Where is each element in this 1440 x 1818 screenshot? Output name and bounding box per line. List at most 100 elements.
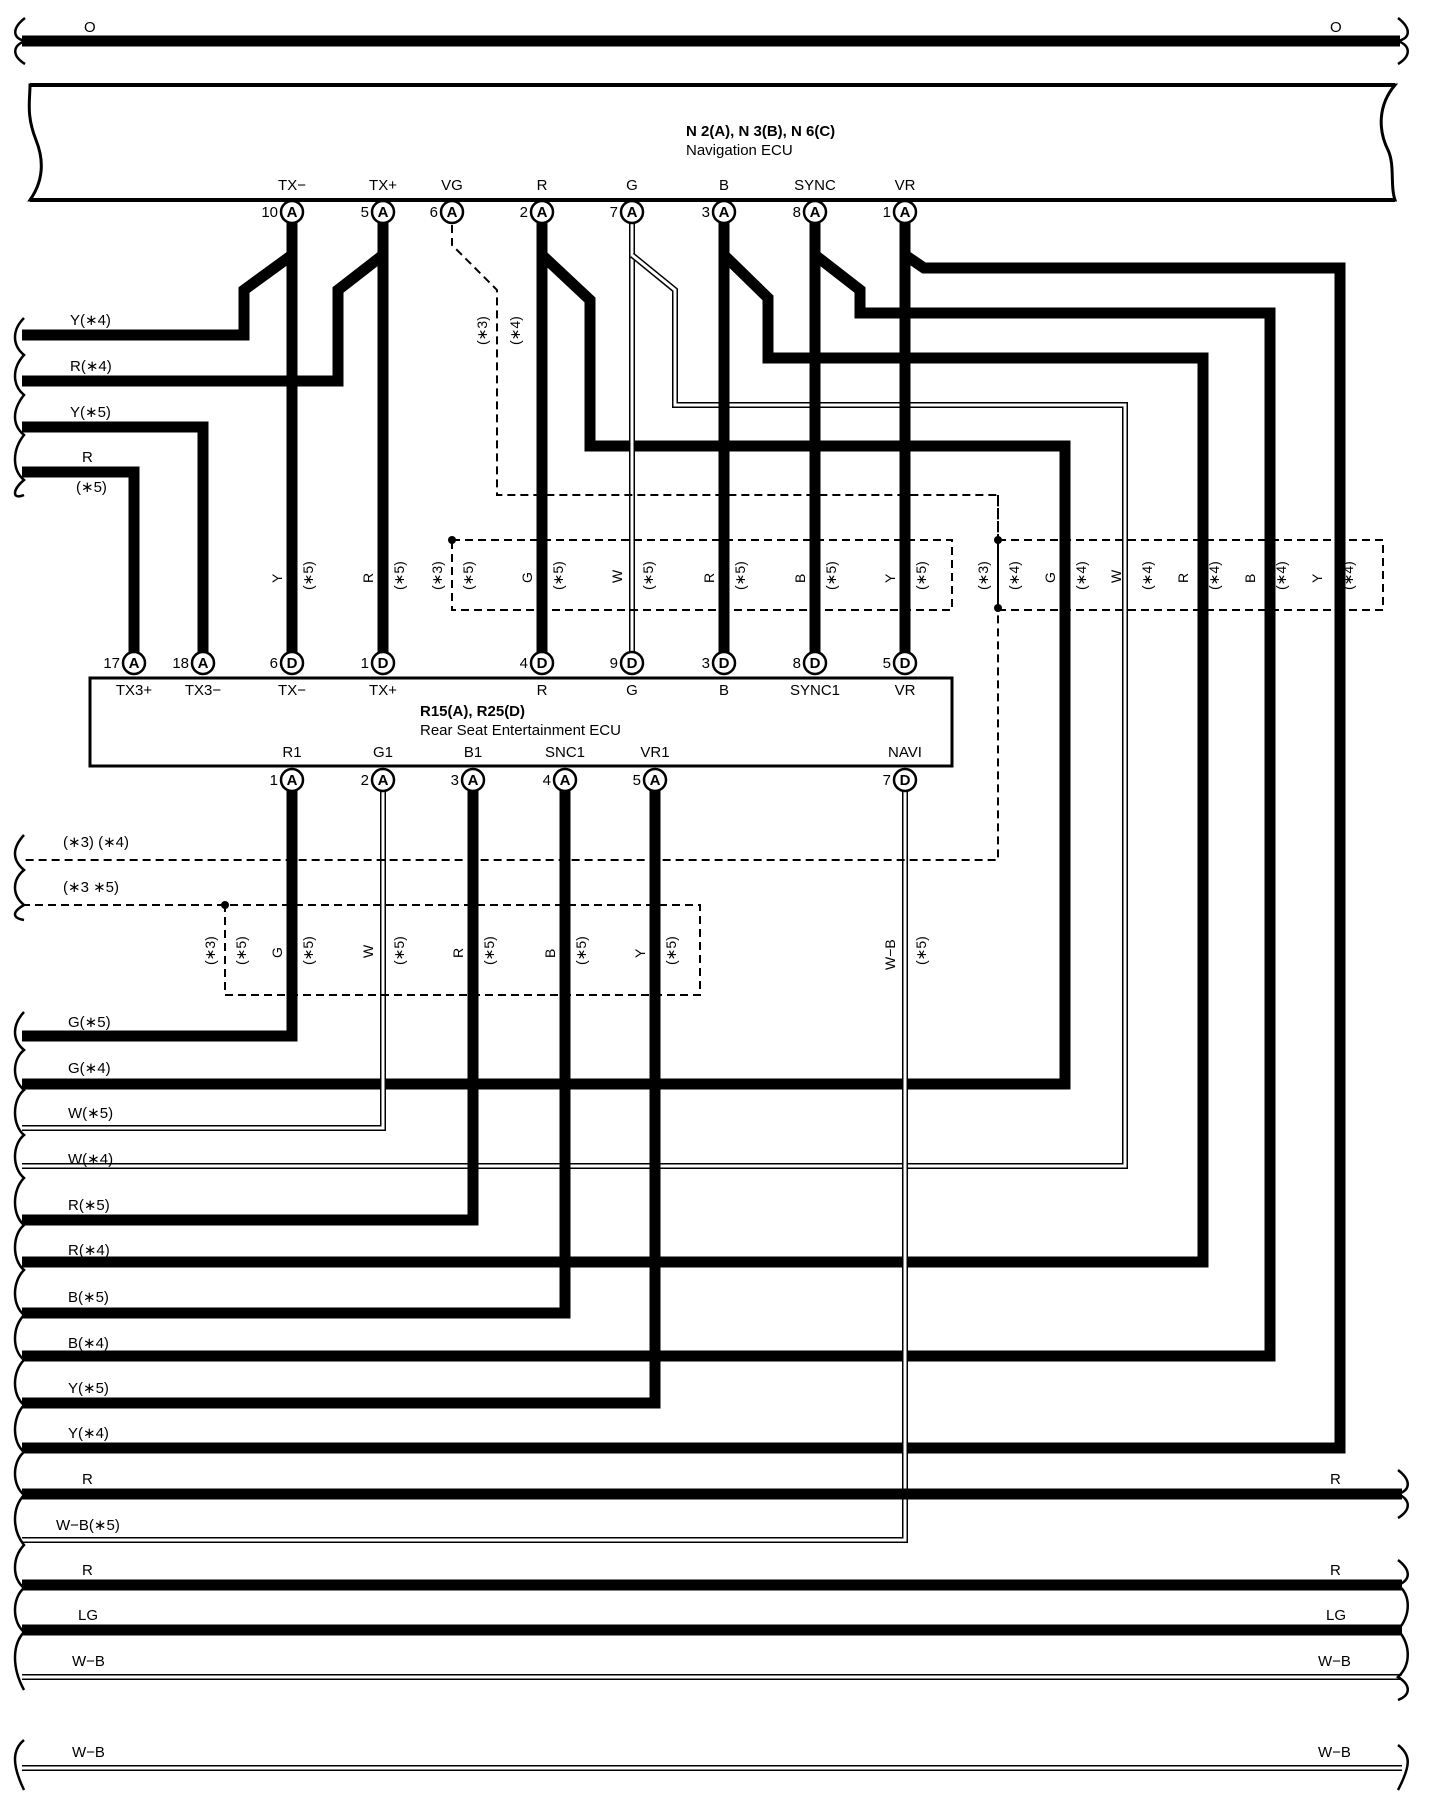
nav-pin-label: G — [626, 177, 638, 194]
rse-bottom-pin-label: G1 — [373, 744, 393, 761]
rse-bottom-pin-connector: A — [468, 772, 479, 789]
nav-pin-label: R — [537, 177, 548, 194]
rse-ecu-title: R15(A), R25(D) — [420, 703, 525, 720]
lv-12: W−B — [882, 939, 898, 970]
nav-pin-label: TX+ — [369, 177, 397, 194]
mv-21: (∗4) — [1139, 561, 1155, 590]
nav-pin-circle — [619, 199, 645, 225]
mv-14: Y — [882, 573, 898, 583]
rb-wb1: W−B — [1318, 1653, 1351, 1670]
shield-label-34: (∗3) (∗4) — [63, 834, 129, 851]
lv-11: (∗5) — [663, 936, 679, 965]
nav-pin-connector: A — [810, 204, 821, 221]
rb-wb2: W−B — [1318, 1744, 1351, 1761]
nav-pin-connector: A — [900, 204, 911, 221]
left-labels-top: Y(∗4) R(∗4) Y(∗5) R (∗5) — [13, 312, 112, 498]
rse-top-pin-label: G — [626, 682, 638, 699]
nav-pin-circle — [370, 199, 396, 225]
top-wire-o: O O — [14, 17, 1409, 66]
nav-pin-connector: A — [719, 204, 730, 221]
lb-14: W−B — [72, 1653, 105, 1670]
rse-top-pin-circle — [190, 650, 216, 676]
rse-top-pin-label: TX+ — [369, 682, 397, 699]
mv-25: (∗4) — [1273, 561, 1289, 590]
nav-pin-connector: A — [447, 204, 458, 221]
left-label-star5: (∗5) — [76, 479, 107, 496]
rse-bottom-pin-circle — [370, 767, 396, 793]
mv-15: (∗5) — [913, 561, 929, 590]
mv-11: (∗5) — [732, 561, 748, 590]
lv-8: B — [542, 949, 558, 958]
rse-top-pin-label: SYNC1 — [790, 682, 840, 699]
rse-top-pin-connector: D — [287, 655, 298, 672]
mv-2: R — [360, 573, 376, 583]
rse-bottom-pin-label: NAVI — [888, 744, 922, 761]
rse-top-pin-circle — [370, 650, 396, 676]
rse-top-pin-label: TX− — [278, 682, 306, 699]
rse-top-pin-connector: D — [537, 655, 548, 672]
left-label-y4: Y(∗4) — [70, 312, 111, 329]
nav-pin-circle — [802, 199, 828, 225]
nav-pin-circle — [439, 199, 465, 225]
nav-pin-number: 3 — [702, 204, 710, 221]
rse-top-pin-circle — [892, 650, 918, 676]
rse-bottom-pin-connector: A — [650, 772, 661, 789]
navigation-ecu: N 2(A), N 3(B), N 6(C) Navigation ECU — [27, 83, 1399, 202]
mv-20: W — [1108, 569, 1124, 583]
nav-pin-number: 10 — [261, 204, 278, 221]
rse-bottom-pin-circle — [552, 767, 578, 793]
rse-bottom-pin-circle — [642, 767, 668, 793]
rse-top-pin-circle — [619, 650, 645, 676]
rse-top-pin-label: TX3− — [185, 682, 222, 699]
left-labels-bottom: G(∗5) G(∗4) W(∗5) W(∗4) R(∗5) R(∗4) B(∗5… — [56, 1014, 120, 1761]
rse-bottom-pin-connector: D — [900, 772, 911, 789]
nav-pin-connector: A — [287, 204, 298, 221]
rse-top-pin-connector: D — [810, 655, 821, 672]
vg-label-3: (∗3) — [474, 316, 490, 345]
lb-2: W(∗5) — [68, 1105, 113, 1122]
mv-4: (∗3) — [429, 561, 445, 590]
lb-12: R — [82, 1562, 93, 1579]
lb-0: G(∗5) — [68, 1014, 111, 1031]
lb-15: W−B — [72, 1744, 105, 1761]
nav-pin-number: 2 — [520, 204, 528, 221]
rse-top-pin-connector: A — [198, 655, 209, 672]
left-label-y5: Y(∗5) — [70, 404, 111, 421]
rse-top-pin-connector: A — [129, 655, 140, 672]
nav-pin-label: TX− — [278, 177, 306, 194]
rse-top-pin-connector: D — [627, 655, 638, 672]
nav-pin-connector: A — [378, 204, 389, 221]
shields — [22, 212, 1384, 996]
nav-pin-number: 8 — [793, 204, 801, 221]
rse-top-pin-connector: D — [900, 655, 911, 672]
rse-ecu-name: Rear Seat Entertainment ECU — [420, 722, 621, 739]
rse-top-pin-number: 9 — [610, 655, 618, 672]
rse-top-pin-number: 8 — [793, 655, 801, 672]
mv-19: (∗4) — [1073, 561, 1089, 590]
rse-bottom-pin-connector: A — [560, 772, 571, 789]
rse-top-pin-number: 4 — [520, 655, 528, 672]
rse-bottom-pin-label: R1 — [282, 744, 301, 761]
nav-pin-number: 5 — [361, 204, 369, 221]
nav-pin-number: 1 — [883, 204, 891, 221]
lb-3: W(∗4) — [68, 1151, 113, 1168]
rse-bottom-pin-circle — [892, 767, 918, 793]
lv-1: (∗5) — [233, 936, 249, 965]
rse-top-pin-label: B — [719, 682, 729, 699]
nav-ecu-title: N 2(A), N 3(B), N 6(C) — [686, 123, 835, 140]
mv-24: B — [1242, 574, 1258, 583]
